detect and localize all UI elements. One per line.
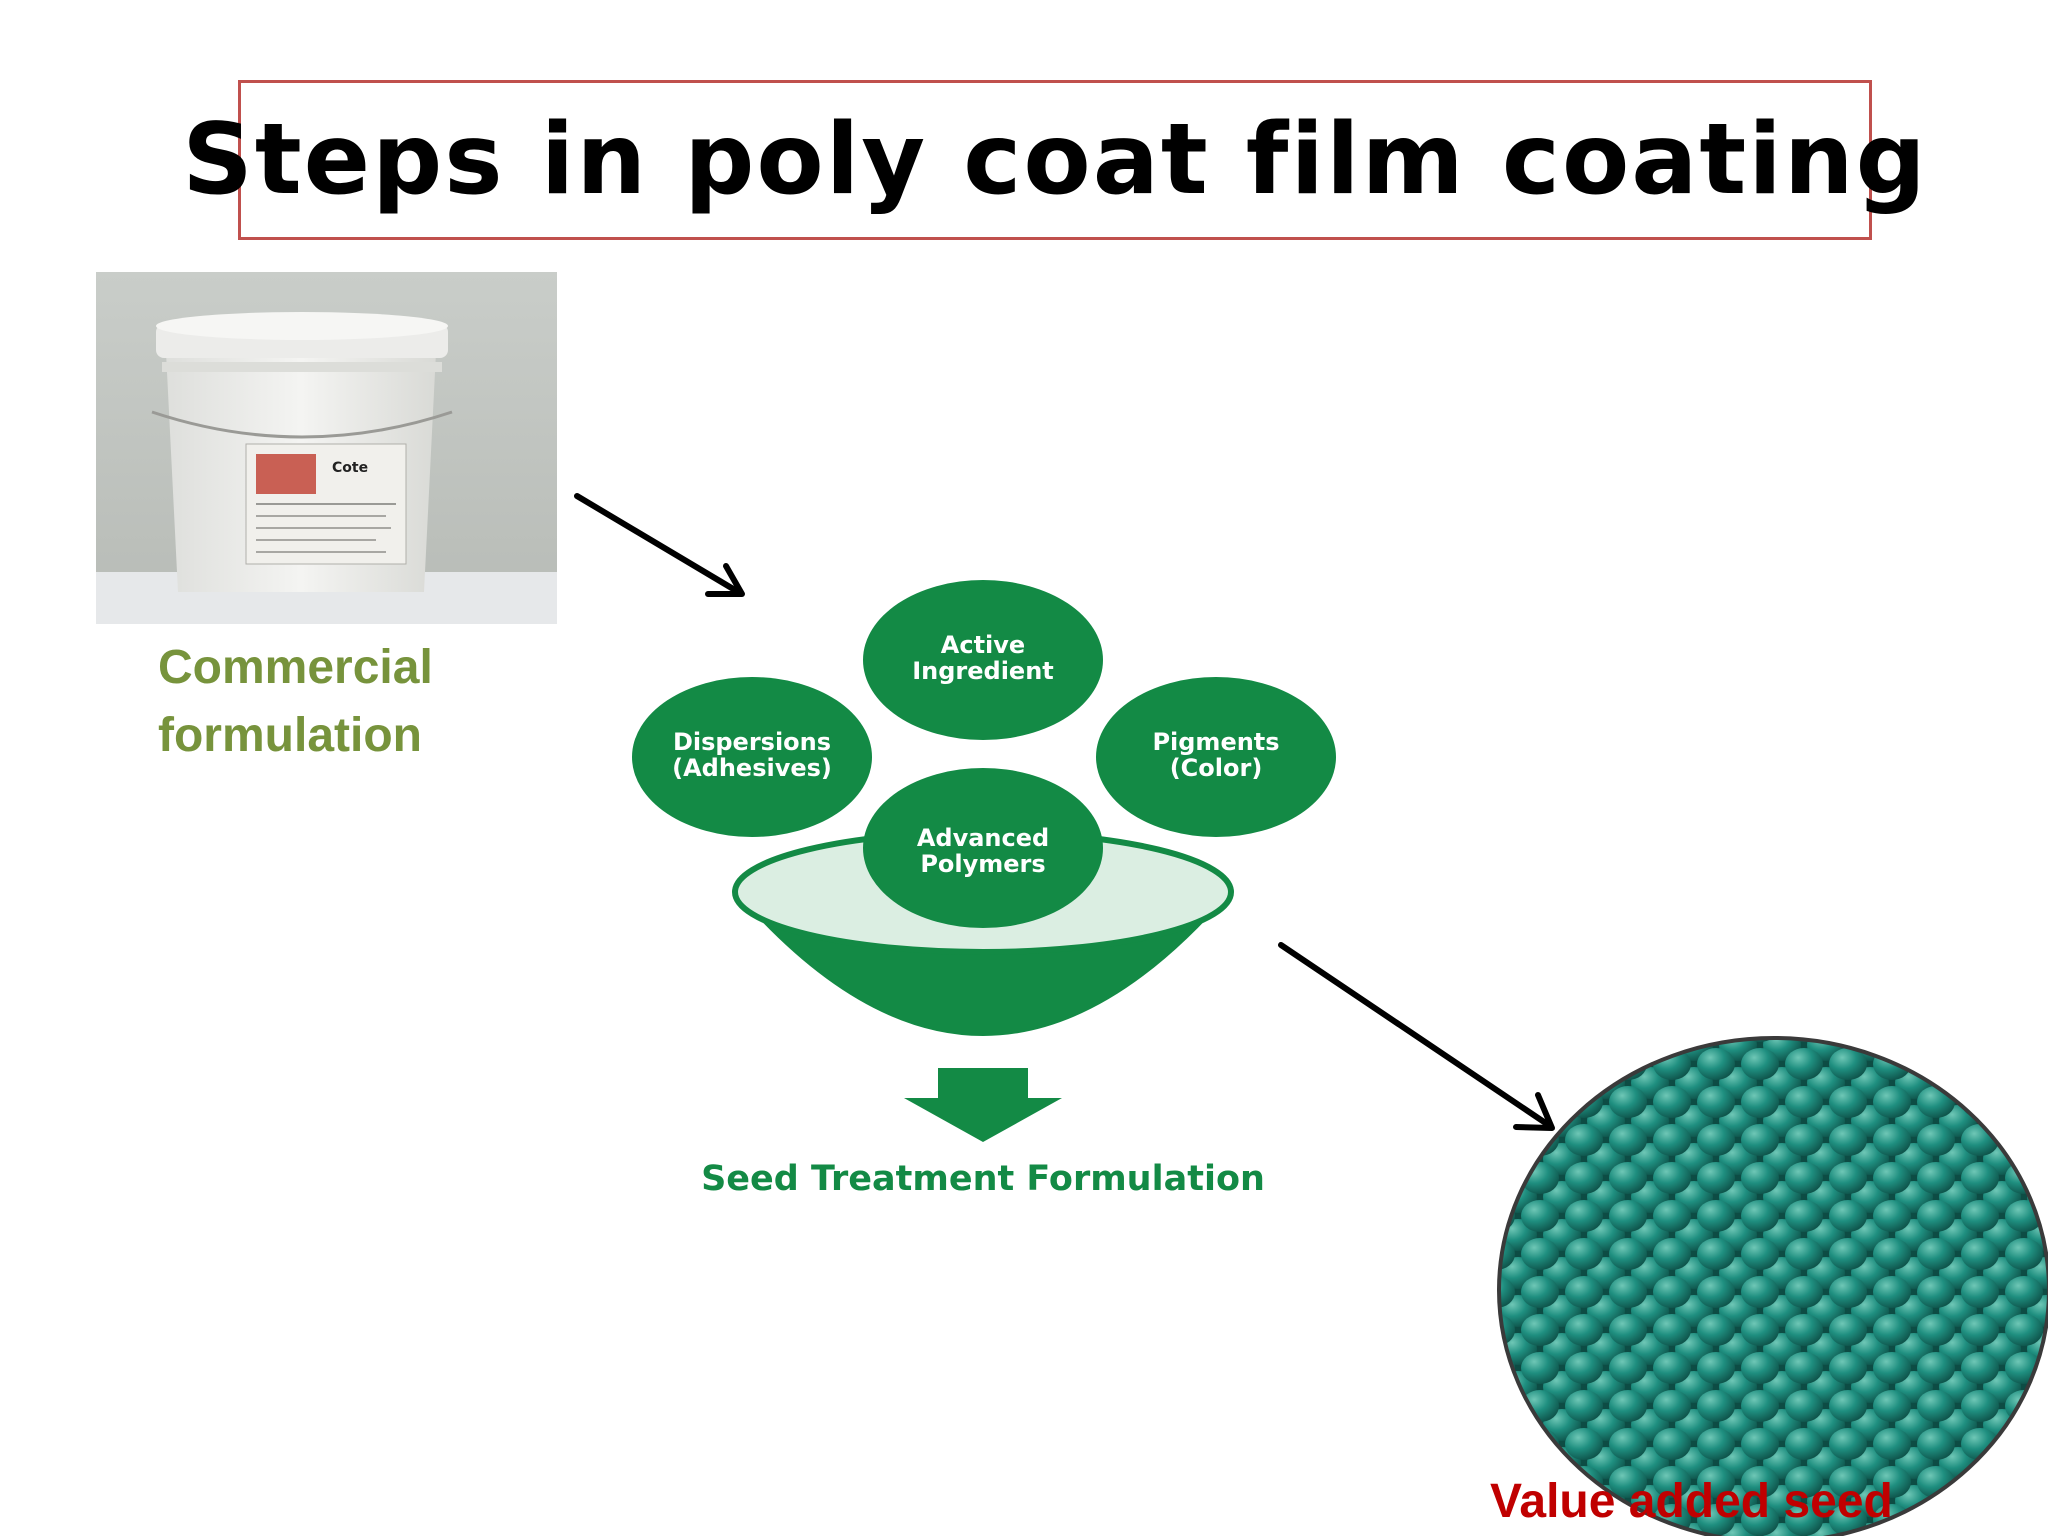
coated-seeds-image (1497, 1036, 2048, 1536)
circle-dispersions: Dispersions (Adhesives) (632, 677, 872, 837)
circle-pigments: Pigments (Color) (1096, 677, 1336, 837)
circle-label: (Color) (1170, 754, 1263, 782)
page-title: Steps in poly coat film coating (182, 103, 1928, 217)
circle-label: Active (941, 631, 1025, 659)
circle-label: Dispersions (673, 728, 831, 756)
arrow-icon (1278, 942, 1555, 1131)
arrow-icon (574, 493, 745, 597)
funnel: Seed Treatment Formulation (701, 829, 1265, 1199)
circle-active-ingredient: Active Ingredient (863, 580, 1103, 740)
circle-label: Ingredient (912, 657, 1054, 685)
bucket-photo: Cote (96, 272, 557, 624)
down-arrow-icon (904, 1068, 1062, 1142)
circle-label: (Adhesives) (672, 754, 832, 782)
title-box: Steps in poly coat film coating (182, 80, 1926, 240)
funnel-caption: Seed Treatment Formulation (701, 1159, 1265, 1199)
value-added-seed-text: Value added seed (1490, 1475, 1893, 1528)
bucket-brand-text: Cote (332, 460, 368, 476)
circle-advanced-polymers: Advanced Polymers (863, 768, 1103, 928)
circle-label: Advanced (917, 824, 1049, 852)
value-added-seed-caption: Value added seed (1490, 1468, 1893, 1536)
circle-label: Polymers (920, 850, 1045, 878)
circle-label: Pigments (1152, 728, 1279, 756)
